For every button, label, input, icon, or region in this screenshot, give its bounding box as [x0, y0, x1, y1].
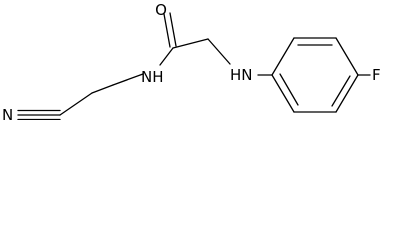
atom-label-nitrile-n: N	[2, 106, 13, 120]
bond-amide-n-to-carbonyl	[159, 47, 174, 66]
chemical-structure-diagram: N O NH HN F	[2, 1, 381, 120]
atom-label-amine-hn: HN	[230, 66, 253, 84]
carbonyl-double-bond	[163, 12, 177, 48]
bond-ch2-to-amine	[207, 38, 231, 65]
bond-ch2-to-ch2	[91, 84, 114, 94]
atom-label-amide-nh: NH	[141, 68, 164, 86]
bond-nitrile-c-to-ch2	[59, 92, 93, 116]
nitrile-triple-bond	[17, 109, 61, 120]
atom-label-carbonyl-o: O	[155, 1, 167, 19]
bond-ch2-to-amide-n	[112, 73, 144, 86]
bond-carbonyl-to-ch2	[172, 38, 209, 49]
atom-label-fluorine: F	[372, 66, 381, 84]
benzene-ring	[271, 37, 359, 113]
